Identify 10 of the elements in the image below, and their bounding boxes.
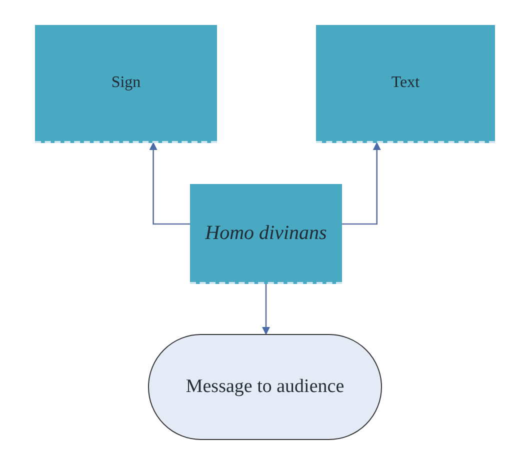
process-box	[35, 25, 217, 143]
process-box	[190, 184, 342, 284]
node-label: Text	[390, 73, 421, 93]
node-label: Sign	[110, 73, 142, 93]
arrow	[342, 142, 381, 225]
node-label: Homo divinans	[204, 220, 328, 246]
node-label: Message to audience	[184, 375, 346, 399]
arrow	[149, 142, 190, 225]
arrow	[262, 284, 270, 335]
process-box	[316, 25, 495, 143]
